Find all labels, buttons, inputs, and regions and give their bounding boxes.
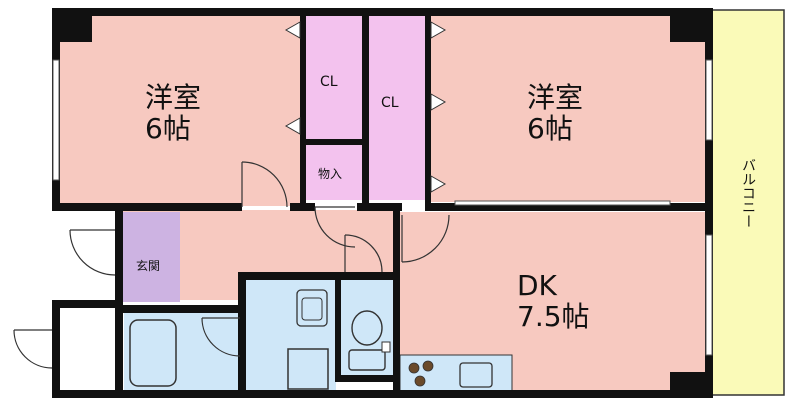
doors <box>13 161 450 369</box>
western-room-left-name: 洋室 <box>145 81 201 114</box>
kitchen-sink-icon <box>459 362 493 388</box>
entrance-label: 玄関 <box>136 258 160 273</box>
washing-machine-icon <box>287 348 329 390</box>
closet-right-floor <box>368 14 428 200</box>
storage-floor <box>305 145 363 200</box>
storage-label: 物入 <box>318 167 342 181</box>
closet-left-label: CL <box>320 74 338 90</box>
entrance-floor <box>122 212 180 302</box>
washbasin-icon <box>296 289 328 327</box>
dk-name: DK <box>517 269 558 302</box>
stove-icon <box>408 360 434 387</box>
balcony-floor <box>711 9 785 396</box>
bathtub-icon <box>129 319 177 387</box>
walls <box>52 8 713 398</box>
western-room-right-floor <box>430 14 705 202</box>
closet-right-label: CL <box>381 95 399 111</box>
washroom-floor <box>182 313 238 395</box>
western-room-left-floor <box>60 14 300 206</box>
western-room-left-size: 6帖 <box>145 112 191 145</box>
western-room-right-name: 洋室 <box>527 81 583 114</box>
closet-markers <box>284 21 447 193</box>
kitchen-counter <box>399 354 513 394</box>
balcony-label: バルコニー <box>740 158 756 228</box>
western-room-right-size: 6帖 <box>527 112 573 145</box>
windows <box>52 59 713 356</box>
dk-size: 7.5帖 <box>517 300 590 333</box>
closet-left-floor <box>305 14 363 139</box>
toilet-icon <box>348 310 391 371</box>
